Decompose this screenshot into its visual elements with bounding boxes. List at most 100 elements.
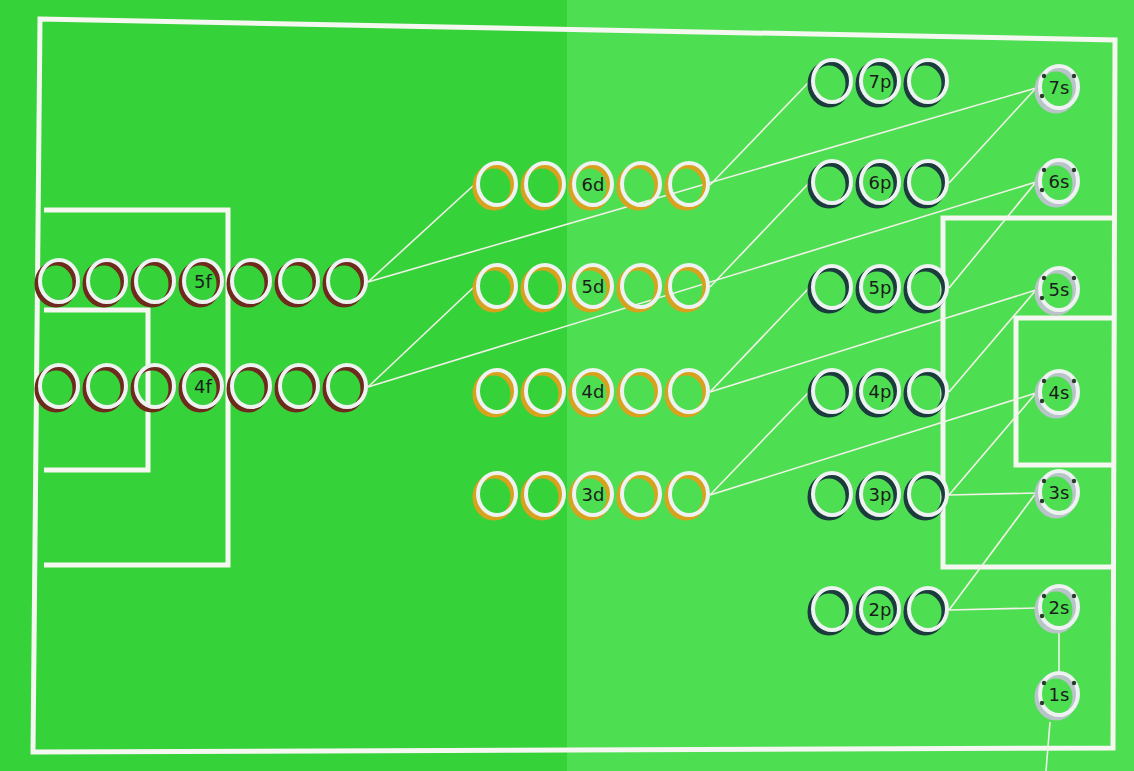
paper-ring [475,370,516,415]
ring-paper [184,365,222,407]
orbital-group: 6p [807,157,951,209]
paper-ring [619,265,660,310]
paper-ring [571,163,612,208]
orbital-label: 2p [869,601,892,619]
paper-ring [858,473,899,518]
orbital-label: 3d [582,486,605,504]
ring-paper [813,60,851,102]
paper-ring [181,260,222,305]
paper-ring [858,370,899,415]
ring-paper [40,260,78,302]
ring-paper [1040,586,1078,628]
goal-box [1016,318,1112,465]
orbital-group: 4d [472,366,712,418]
paper-ring [523,163,564,208]
pitch-half [567,0,1134,771]
ring-paper [574,370,612,412]
orbital-group: 2s [1034,582,1082,634]
string-end [1046,722,1050,771]
paper-ring [523,473,564,518]
ring-paper [861,161,899,203]
ring-hole [1040,188,1044,192]
ring-paper [670,473,708,515]
paper-ring [619,163,660,208]
paper-ring [571,265,612,310]
string-link [949,493,1036,495]
paper-ring [277,260,318,305]
paper-ring [906,370,947,415]
ring-hole [1072,276,1076,280]
ring-paper [40,365,78,407]
orbital-label: 6d [582,176,605,194]
ring-paper [574,265,612,307]
ring-hole [1040,399,1044,403]
orbital-group: 7p [807,56,951,108]
ring-paper [813,161,851,203]
orbital-label: 4d [582,383,605,401]
paper-ring [1037,268,1078,313]
ring-paper [813,266,851,308]
ring-paper [478,163,516,205]
orbital-group: 5d [472,261,712,313]
orbital-label: 2s [1049,599,1070,617]
ring-paper [184,260,222,302]
ring-hole [1040,94,1044,98]
paper-ring [37,365,78,410]
orbital-label: 4s [1049,384,1070,402]
paper-ring [325,260,366,305]
ring-paper [670,370,708,412]
string-link [710,393,1036,495]
paper-ring [810,60,851,105]
ring-paper [574,163,612,205]
paper-ring [810,588,851,633]
paper-ring [571,473,612,518]
penalty-box [943,218,1112,567]
ring-paper [861,266,899,308]
ring-paper [232,365,270,407]
orbital-group: 5p [807,262,951,314]
orbital-label: 5p [869,279,892,297]
paper-ring [133,260,174,305]
ring-hole [1042,379,1046,383]
paper-ring [906,266,947,311]
string-link [710,82,809,185]
orbital-label: 5d [582,278,605,296]
string-link [368,185,474,282]
orbital-group: 2p [807,584,951,636]
ring-hole [1040,499,1044,503]
touch-line [33,19,1115,752]
string-link [949,393,1036,495]
paper-ring [858,60,899,105]
paper-ring [1037,66,1078,111]
ring-hole [1040,296,1044,300]
ring-paper [478,370,516,412]
paper-ring [277,365,318,410]
ring-paper [1040,66,1078,108]
paper-ring [810,473,851,518]
paper-ring [229,260,270,305]
paper-ring [1037,160,1078,205]
ring-paper [1040,673,1078,715]
orbital-label: 3s [1049,484,1070,502]
string-link [1058,632,1060,671]
ring-paper [861,588,899,630]
ring-paper [813,473,851,515]
ring-paper [328,260,366,302]
pitch-lines [33,19,1115,752]
ring-paper [280,365,318,407]
paper-ring [229,365,270,410]
ring-paper [478,265,516,307]
ring-paper [88,260,126,302]
paper-ring [619,370,660,415]
ring-hole [1042,276,1046,280]
string-link [949,290,1036,392]
paper-ring [1037,471,1078,516]
orbital-label: 6p [869,174,892,192]
paper-ring [858,161,899,206]
paper-ring [906,473,947,518]
ring-paper [909,60,947,102]
ring-paper [861,370,899,412]
string-link [368,182,1036,387]
paper-ring [810,161,851,206]
